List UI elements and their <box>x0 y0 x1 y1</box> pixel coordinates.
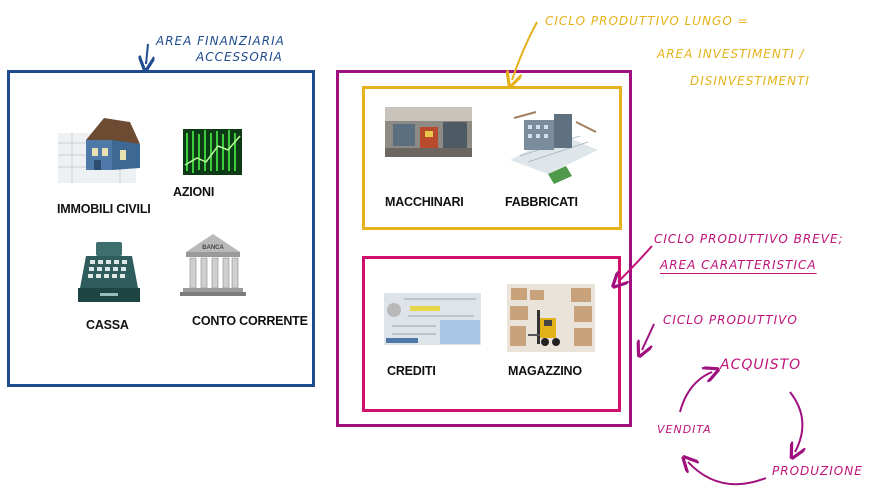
cycle-arrow-vendita-acquisto <box>679 372 712 413</box>
label-magazzino: MAGAZZINO <box>508 364 582 378</box>
cycle-title: CICLO PRODUTTIVO <box>663 313 798 327</box>
cash-register-icon <box>78 242 140 302</box>
cycle-arrow-produzione-vendita <box>688 462 767 486</box>
financial-area-note-line1: AREA FINANZIARIA <box>156 34 285 48</box>
long-cycle-note-line3: DISINVESTIMENTI <box>690 74 810 88</box>
label-cassa: CASSA <box>86 318 129 332</box>
short-cycle-note-line2: AREA CARATTERISTICA <box>660 258 817 272</box>
label-conto-corrente: CONTO CORRENTE <box>192 314 308 328</box>
label-macchinari: MACCHINARI <box>385 195 464 209</box>
label-fabbricati: FABBRICATI <box>505 195 578 209</box>
cycle-step-vendita: VENDITA <box>657 423 712 436</box>
long-cycle-note-line1: CICLO PRODUTTIVO LUNGO = <box>545 14 749 28</box>
label-immobili-civili: IMMOBILI CIVILI <box>57 202 151 216</box>
machinery-icon <box>385 107 472 157</box>
long-cycle-frame <box>362 86 622 230</box>
cycle-title-arrow <box>642 323 655 350</box>
label-azioni: AZIONI <box>173 185 215 199</box>
financial-area-frame <box>7 70 315 387</box>
label-crediti: CREDITI <box>387 364 436 378</box>
financial-area-note-line2: ACCESSORIA <box>196 50 283 64</box>
bank-icon: BANCA <box>180 234 246 296</box>
cycle-step-acquisto: ACQUISTO <box>720 357 802 373</box>
warehouse-icon <box>507 284 595 352</box>
financial-area-arrow <box>146 43 148 64</box>
cycle-step-produzione: PRODUZIONE <box>772 464 863 478</box>
short-cycle-note-line1: CICLO PRODUTTIVO BREVE; <box>654 232 844 246</box>
short-cycle-frame <box>362 256 621 412</box>
short-cycle-arrow <box>618 245 653 282</box>
long-cycle-arrow <box>512 21 538 80</box>
cycle-arrow-acquisto-produzione <box>789 391 802 452</box>
cheque-icon <box>384 293 481 345</box>
blueprint-building-icon <box>510 111 598 184</box>
house-icon <box>58 118 140 183</box>
investment-area-outer-frame <box>336 70 632 427</box>
bank-sign-text: BANCA <box>202 245 224 251</box>
stock-chart-icon <box>183 129 242 175</box>
long-cycle-note-line2: AREA INVESTIMENTI / <box>657 47 805 61</box>
